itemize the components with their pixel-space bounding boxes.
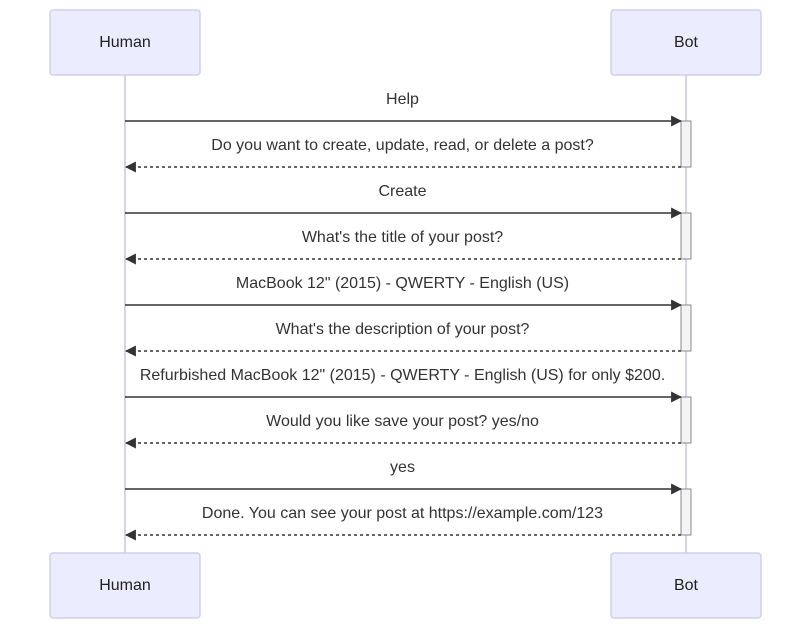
message-8: Would you like save your post? yes/no xyxy=(124,413,681,449)
bot-activation-bar xyxy=(680,488,692,536)
message-6: What's the description of your post? xyxy=(124,321,681,357)
message-label: Help xyxy=(386,91,419,108)
bot-actor-top: Bot xyxy=(610,9,762,76)
message-label: Refurbished MacBook 12" (2015) - QWERTY … xyxy=(140,367,665,384)
message-1: Help xyxy=(125,91,683,127)
bot-activation-bar xyxy=(680,120,692,168)
human-actor-top-box xyxy=(49,9,201,76)
human-actor-bottom-box xyxy=(49,552,201,619)
human-actor-bottom-label: Human xyxy=(99,577,151,594)
message-3: Create xyxy=(125,183,683,219)
messages: Help Do you want to create, update, read,… xyxy=(124,91,683,541)
bot-actor-top-label: Bot xyxy=(674,34,699,51)
message-7: Refurbished MacBook 12" (2015) - QWERTY … xyxy=(125,367,683,403)
message-5: MacBook 12" (2015) - QWERTY - English (U… xyxy=(125,275,683,311)
message-10: Done. You can see your post at https://e… xyxy=(124,505,681,541)
bot-actor-top-box xyxy=(610,9,762,76)
message-4: What's the title of your post? xyxy=(124,229,681,265)
message-label: yes xyxy=(390,459,415,476)
message-label: MacBook 12" (2015) - QWERTY - English (U… xyxy=(236,275,569,292)
bot-actor-bottom-label: Bot xyxy=(674,577,699,594)
human-actor-top: Human xyxy=(49,9,201,76)
message-label: Do you want to create, update, read, or … xyxy=(211,137,594,154)
message-2: Do you want to create, update, read, or … xyxy=(124,137,681,173)
message-label: Create xyxy=(378,183,426,200)
message-label: Done. You can see your post at https://e… xyxy=(202,505,603,522)
bot-activation-bar xyxy=(680,304,692,352)
message-label: Would you like save your post? yes/no xyxy=(266,413,539,430)
message-label: What's the description of your post? xyxy=(276,321,530,338)
message-9: yes xyxy=(125,459,683,495)
human-actor-top-label: Human xyxy=(99,34,151,51)
bot-activation-bar xyxy=(680,396,692,444)
bot-actor-bottom: Bot xyxy=(610,552,762,619)
human-actor-bottom: Human xyxy=(49,552,201,619)
bot-actor-bottom-box xyxy=(610,552,762,619)
activation-bars xyxy=(680,120,692,536)
bot-activation-bar xyxy=(680,212,692,260)
message-label: What's the title of your post? xyxy=(302,229,503,246)
